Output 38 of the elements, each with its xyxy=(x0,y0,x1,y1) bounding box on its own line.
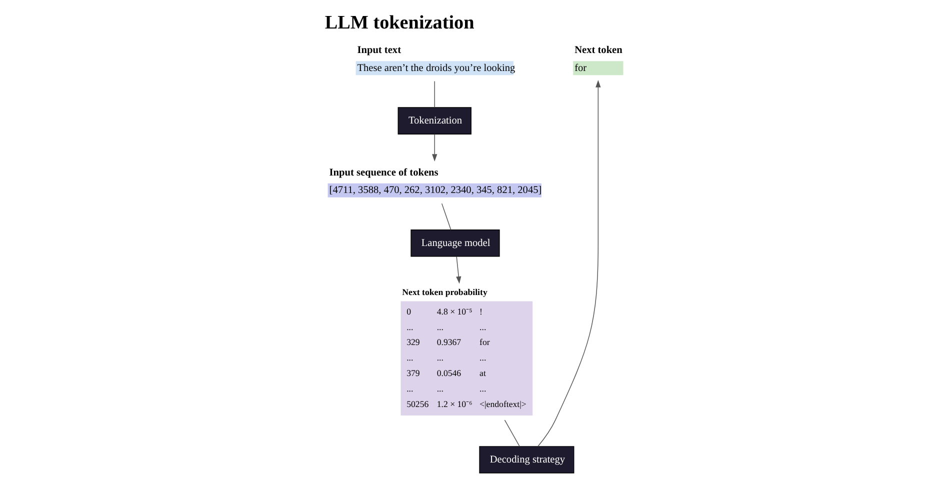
node-box: Language model xyxy=(410,229,500,257)
node-label: Next token xyxy=(574,45,622,56)
label: ... xyxy=(406,352,413,363)
label: 379 xyxy=(406,368,420,378)
node-label: Input sequence of tokens xyxy=(328,167,438,178)
arrow xyxy=(456,256,461,284)
arrow xyxy=(537,80,600,447)
label: ... xyxy=(436,352,443,363)
node-box: Tokenization xyxy=(397,107,471,134)
label: 0 xyxy=(406,306,411,316)
diagram-title: LLM tokenization xyxy=(324,12,474,34)
label: 4.8 × 10⁻⁵ xyxy=(436,306,472,316)
label: ... xyxy=(479,352,486,363)
label: 0.9367 xyxy=(436,337,461,348)
label: ... xyxy=(406,384,413,394)
label: ... xyxy=(406,322,413,332)
label: ... xyxy=(479,384,486,394)
node-box xyxy=(400,301,532,416)
label: 329 xyxy=(406,337,420,348)
node-label: Input text xyxy=(356,45,401,56)
label: <|endoftext|> xyxy=(479,399,526,410)
label: ... xyxy=(479,322,486,332)
label: ... xyxy=(436,384,443,394)
label: at xyxy=(479,368,486,378)
node-box: [4711, 3588, 470, 262, 3102, 2340, 345, 821, 2045] xyxy=(327,183,541,198)
label: ! xyxy=(479,306,482,316)
arrow xyxy=(432,134,437,162)
label: 1.2 × 10⁻⁶ xyxy=(436,399,472,410)
label: for xyxy=(479,337,490,348)
node-label: Next token probability xyxy=(402,287,487,298)
connector xyxy=(440,203,451,230)
label: 50256 xyxy=(406,399,428,410)
node-box: for xyxy=(572,61,623,76)
label: 0.0546 xyxy=(436,368,461,378)
node-box: These aren’t the droids you’re looking xyxy=(355,61,513,76)
label: ... xyxy=(436,322,443,332)
connector xyxy=(504,420,520,447)
node-box: Decoding strategy xyxy=(478,446,574,474)
